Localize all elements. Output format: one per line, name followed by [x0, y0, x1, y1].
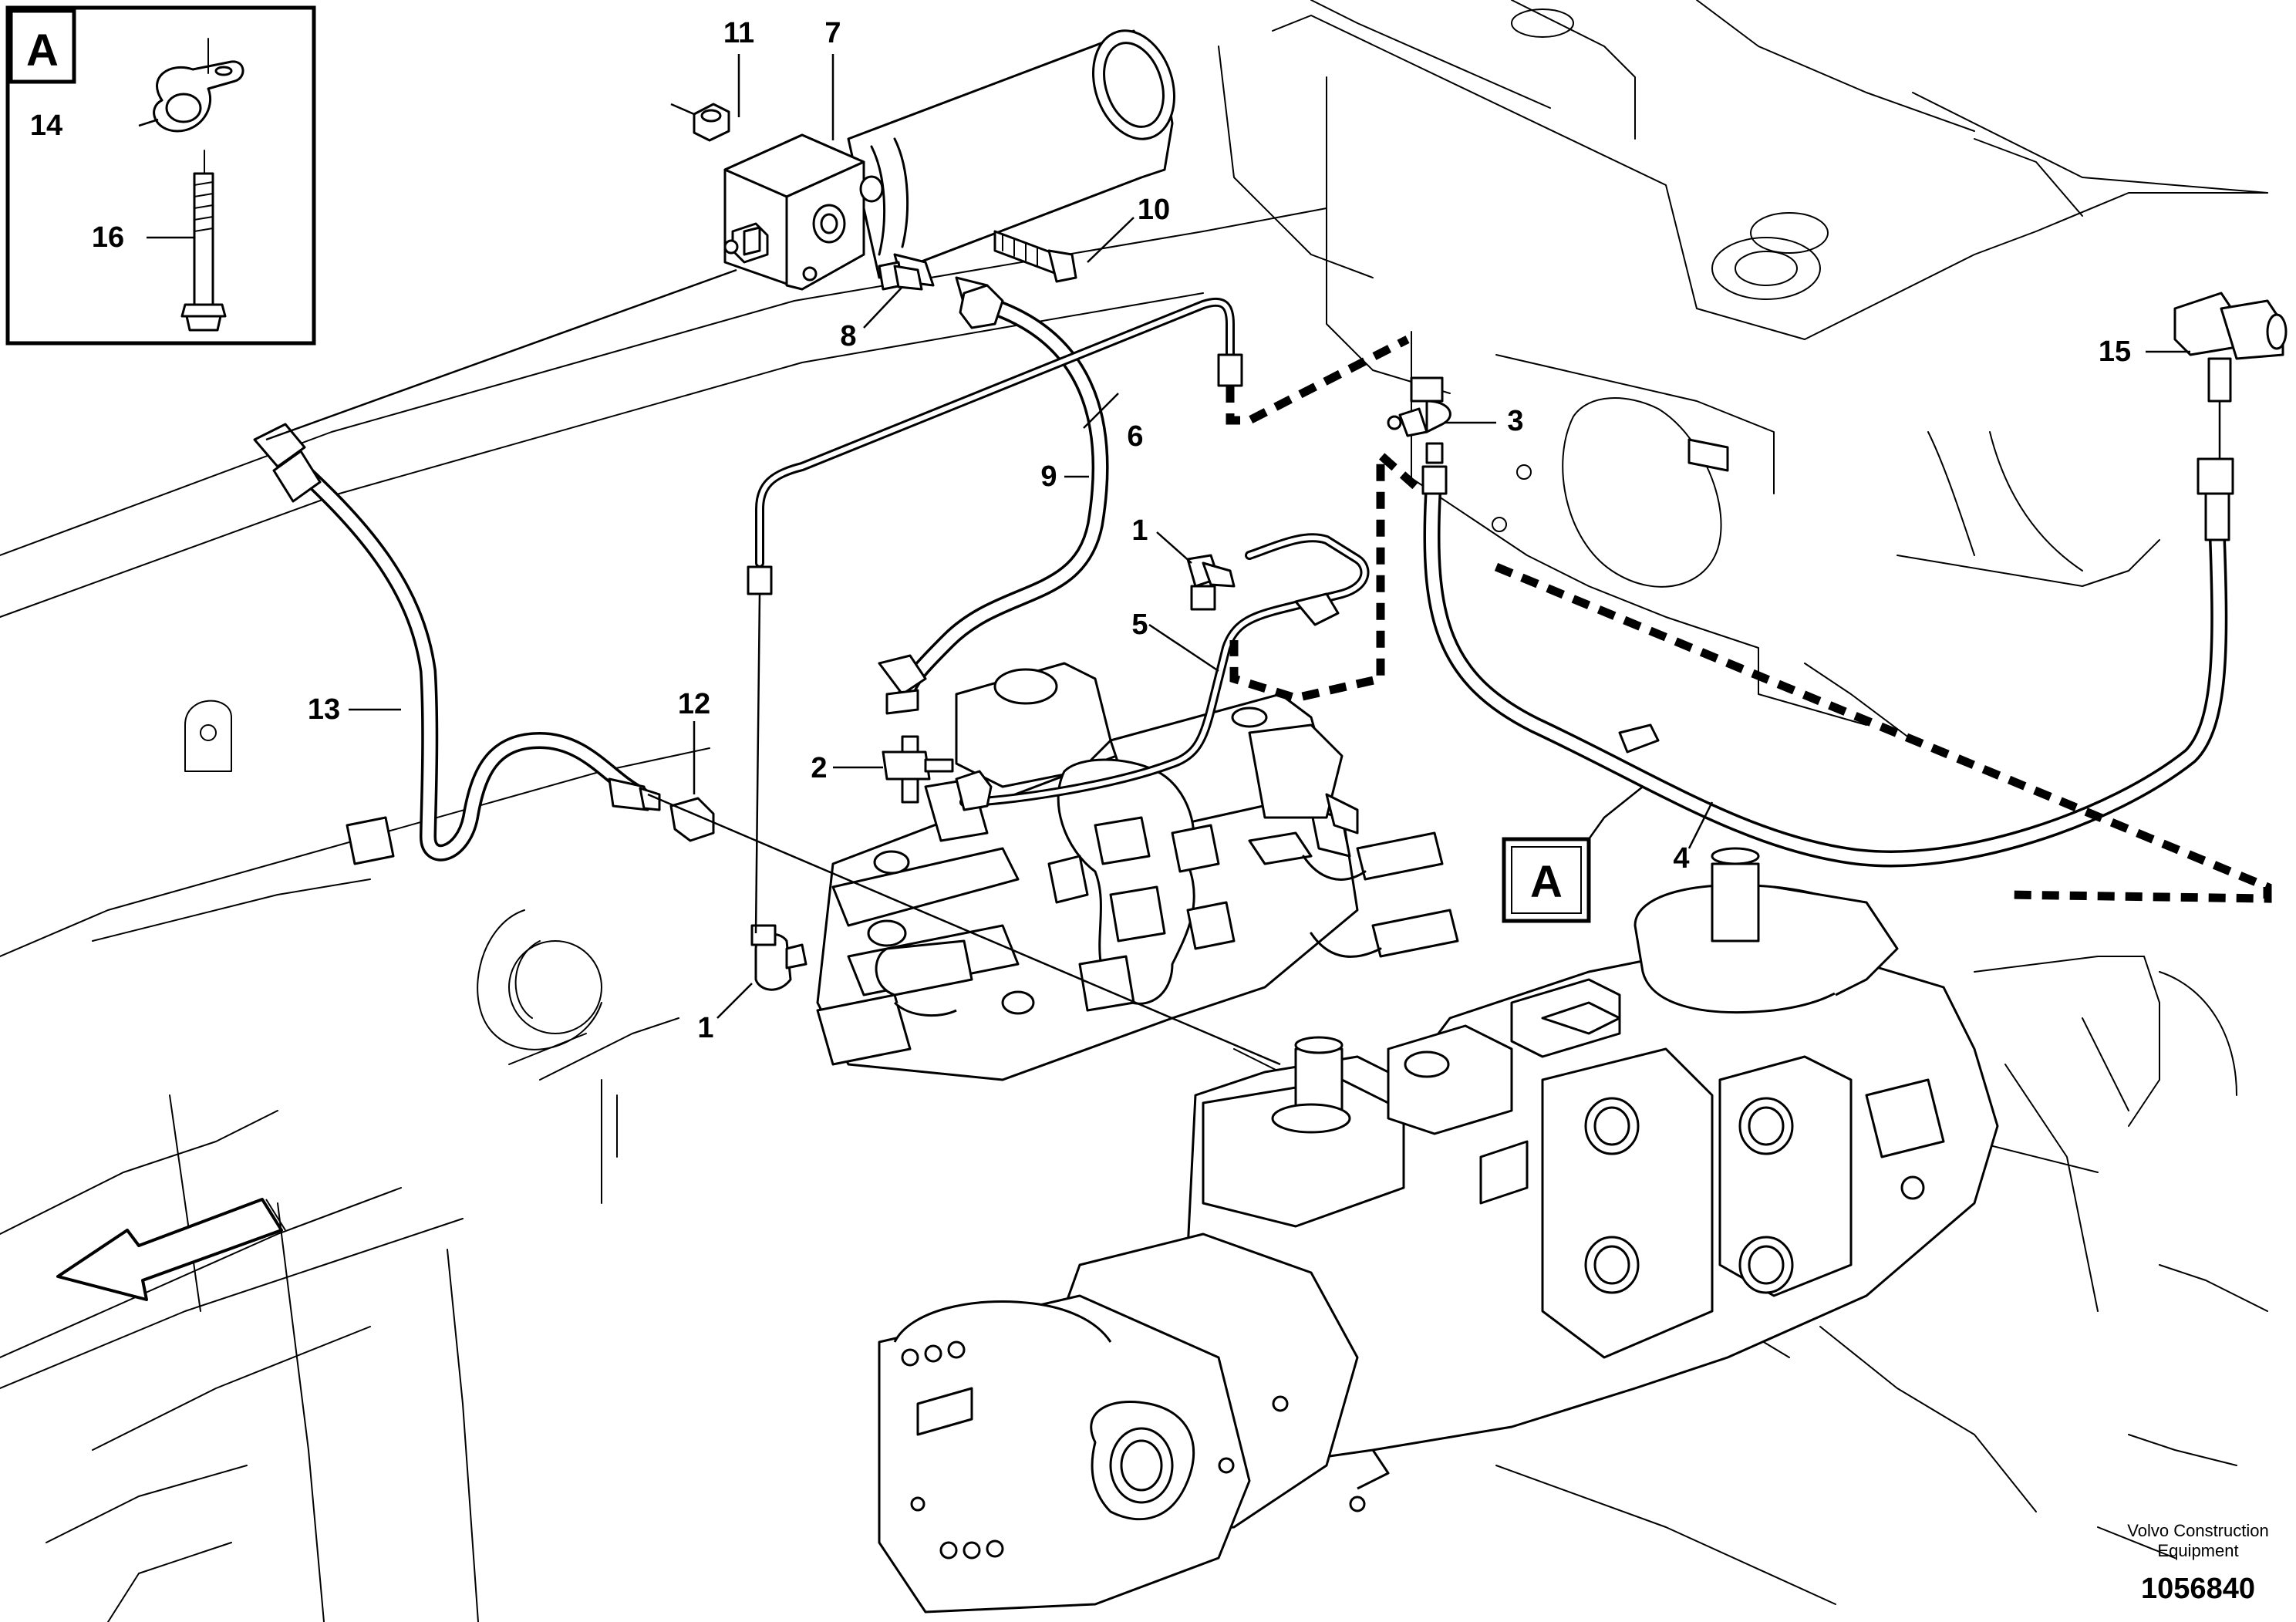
- callout-7: 7: [824, 17, 841, 49]
- hydraulic-pump: [878, 847, 1999, 1614]
- detail-label: A: [26, 25, 59, 76]
- footer-company-line1: Volvo Construction: [2127, 1521, 2268, 1540]
- pipe-6: [755, 297, 1235, 568]
- callout-1-upper: 1: [1131, 514, 1148, 547]
- leader-lines: [138, 54, 2221, 1066]
- callout-12: 12: [678, 688, 710, 720]
- hose-4: [1423, 485, 2228, 868]
- control-valve: [816, 662, 1459, 1081]
- callout-2: 2: [811, 752, 827, 784]
- hose-13: [277, 447, 649, 862]
- detail-inset-a: [5, 5, 316, 346]
- footer-company-line2: Equipment: [2157, 1541, 2238, 1560]
- callout-1-lower: 1: [697, 1012, 713, 1044]
- callout-3: 3: [1507, 405, 1523, 437]
- callout-16: 16: [92, 221, 124, 254]
- callout-14: 14: [30, 110, 62, 142]
- callout-4: 4: [1673, 842, 1689, 875]
- callout-13: 13: [308, 693, 340, 726]
- clamp-icon: [153, 38, 244, 133]
- callout-11: 11: [723, 17, 754, 49]
- view-marker-a: [1502, 837, 1591, 923]
- hose-fittings: [253, 265, 2288, 991]
- filter-assembly: [670, 29, 1176, 310]
- callout-5: 5: [1131, 609, 1148, 641]
- callout-9: 9: [1040, 460, 1057, 493]
- footer-drawing-number: 1056840: [2141, 1573, 2255, 1605]
- bolt-icon: [180, 150, 227, 332]
- pipe-5: [959, 533, 1370, 807]
- view-marker-label: A: [1530, 857, 1563, 907]
- hose-9: [898, 296, 1109, 703]
- dashed-lines: [1226, 336, 2272, 903]
- callout-10: 10: [1138, 194, 1170, 226]
- callout-15: 15: [2099, 336, 2131, 368]
- callout-6: 6: [1127, 420, 1143, 453]
- callout-8: 8: [840, 320, 856, 352]
- direction-arrow-icon: [56, 1198, 286, 1301]
